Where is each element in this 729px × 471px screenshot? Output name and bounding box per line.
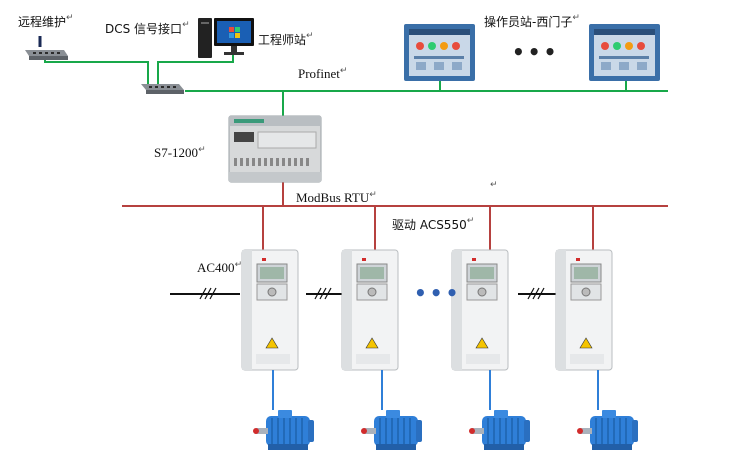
- dcs-interface-switch: [141, 84, 184, 94]
- drive-1: [241, 249, 299, 371]
- remote-to-dcs-link: [44, 58, 149, 84]
- label-profinet: Profinet↵: [298, 66, 348, 81]
- ac-power-line: [170, 287, 556, 300]
- operator-hmi-panel-1: [404, 24, 475, 81]
- motor-3: [468, 409, 531, 451]
- operator-hmi-panel-2: [589, 24, 660, 81]
- operator-ellipsis: •••: [512, 40, 560, 64]
- drive-ellipsis: •••: [414, 281, 462, 305]
- motor-2: [360, 409, 423, 451]
- drive-2: [341, 249, 399, 371]
- remote-maintenance-switch: [25, 36, 68, 60]
- profinet-network: [44, 54, 668, 116]
- engineer-station-computer: [198, 18, 254, 58]
- label-engineer-station: 工程师站↵: [258, 31, 314, 47]
- label-remote-maintenance: 远程维护↵: [18, 13, 74, 29]
- plc-s7-1200: [228, 115, 322, 183]
- motor-4: [576, 409, 639, 451]
- label-drive: 驱动 ACS550↵: [392, 216, 475, 232]
- modbus-network: [122, 182, 668, 250]
- label-ac: AC400↵: [197, 260, 243, 275]
- label-dcs-interface: DCS 信号接口↵: [105, 20, 190, 36]
- label-modbus: ModBus RTU↵: [296, 190, 377, 205]
- return-mark: ↵: [490, 180, 498, 190]
- label-plc: S7-1200↵: [154, 145, 206, 160]
- drive-motor-links: [272, 370, 599, 410]
- dcs-to-engineer-link: [157, 54, 234, 84]
- drive-4: [555, 249, 613, 371]
- motor-1: [252, 409, 315, 451]
- drive-3: [451, 249, 509, 371]
- label-operator-station: 操作员站-西门子↵: [484, 13, 580, 29]
